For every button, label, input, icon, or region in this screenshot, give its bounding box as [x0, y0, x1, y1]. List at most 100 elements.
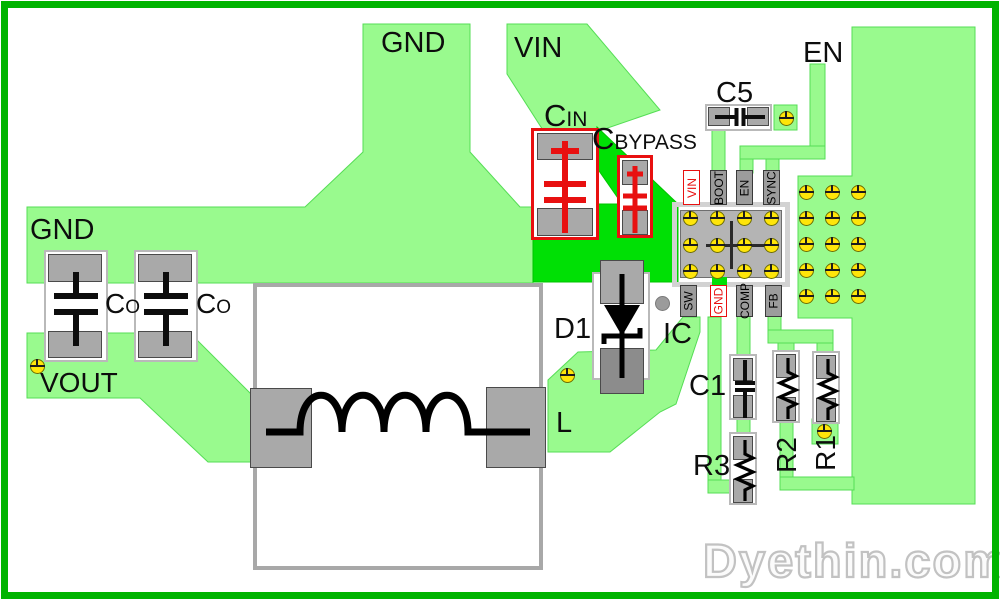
ic-courtyard-outline: [672, 202, 790, 287]
via: [798, 210, 814, 226]
co1-label: CO: [105, 288, 140, 320]
vin-input-pour: [532, 125, 679, 283]
capacitor-cin: [531, 128, 599, 240]
gnd-pin-stub: [712, 277, 727, 287]
r1-resistor-symbol: [816, 359, 840, 420]
cin-capacitor-symbol: [544, 141, 586, 233]
ic-pin-boot-label: BOOT: [711, 170, 726, 205]
watermark: Dyethin.com: [702, 533, 1000, 588]
vin-label: VIN: [514, 32, 563, 64]
via: [682, 263, 698, 279]
r3-label: R3: [693, 450, 731, 482]
ic-label: IC: [663, 318, 692, 350]
via: [709, 263, 725, 279]
via: [824, 184, 840, 200]
capacitor-c5: [705, 104, 772, 131]
ic-pin-fb: FB: [765, 285, 782, 317]
en-trace-vertical: [809, 63, 826, 148]
c5-label: C5: [716, 77, 754, 109]
comp-c1-trace: [736, 314, 751, 358]
co1-label-main: C: [105, 288, 126, 319]
cbypass-capacitor-symbol: [623, 166, 647, 233]
capacitor-co1: [44, 250, 108, 362]
r2-gnd-trace: [779, 476, 855, 491]
cin-label: CIN: [544, 98, 587, 134]
via: [682, 237, 698, 253]
cin-label-main: C: [544, 98, 567, 133]
inductor-right-pad: [486, 387, 546, 468]
c5-capacitor-symbol: [715, 108, 765, 126]
inductor-coil-symbol: [266, 391, 530, 436]
r3-resistor-symbol: [733, 440, 757, 501]
fb-trace-vertical: [767, 314, 782, 333]
via: [29, 358, 45, 374]
via: [824, 288, 840, 304]
r2-resistor-symbol: [776, 358, 800, 419]
co1-label-sub: O: [125, 297, 141, 318]
ic-pin-sw: SW: [680, 285, 697, 317]
ic-pin-sync-label: SYNC: [764, 170, 779, 205]
ic-pin-comp: COMP: [736, 283, 753, 319]
via: [850, 262, 866, 278]
via: [736, 210, 752, 226]
vout-pour: [26, 332, 253, 463]
via: [798, 236, 814, 252]
fb-trace-horizontal: [767, 329, 834, 344]
right-gnd-pour: [797, 26, 976, 505]
cin-label-sub: IN: [566, 108, 588, 131]
via: [816, 423, 832, 439]
co1-capacitor-symbol: [54, 272, 98, 346]
via: [850, 184, 866, 200]
en-label: EN: [803, 37, 844, 69]
l-label: L: [556, 407, 573, 439]
d1-label: D1: [554, 313, 592, 345]
resistor-r2: [772, 350, 800, 423]
c1-capacitor-symbol: [735, 360, 755, 418]
ic-pin-sw-label: SW: [681, 291, 696, 311]
via: [736, 237, 752, 253]
ic-pin-comp-label: COMP: [737, 283, 752, 319]
capacitor-co2: [134, 250, 198, 362]
via: [559, 367, 575, 383]
r2-label: R2: [771, 437, 802, 473]
via: [824, 262, 840, 278]
c1-label: C1: [689, 370, 727, 402]
ic-pin-vin: VIN: [683, 170, 700, 205]
via: [763, 237, 779, 253]
via: [824, 210, 840, 226]
ic-center-cross-h: [706, 244, 766, 247]
capacitor-c1: [729, 354, 757, 420]
via: [850, 288, 866, 304]
resistor-r3: [729, 432, 757, 505]
d1-diode-symbol: [601, 274, 643, 378]
ic-pin-gnd-label: GND: [711, 287, 726, 315]
co2-label: CO: [196, 288, 231, 320]
via: [850, 236, 866, 252]
vout-label: VOUT: [40, 367, 118, 398]
diode-d1: [592, 260, 650, 394]
ic-pin-en-label: EN: [737, 179, 752, 196]
cbypass-label-main: C: [592, 121, 615, 156]
co2-capacitor-symbol: [144, 272, 188, 346]
inductor-l: [250, 283, 546, 570]
via: [709, 237, 725, 253]
cbypass-label-sub: BYPASS: [614, 131, 697, 154]
ic-pin-en: EN: [736, 170, 753, 205]
gnd-left-label: GND: [30, 214, 95, 246]
via: [709, 210, 725, 226]
capacitor-cbypass: [617, 155, 653, 238]
via: [778, 110, 794, 126]
ic-pin-vin-label: VIN: [684, 177, 699, 198]
d1-polarity-dot: [655, 296, 670, 311]
ic-pin-sync: SYNC: [763, 170, 780, 205]
via: [824, 236, 840, 252]
via: [763, 210, 779, 226]
co2-label-sub: O: [216, 297, 232, 318]
ic-pin-gnd: GND: [710, 285, 727, 317]
cbypass-label: CBYPASS: [592, 121, 697, 157]
ic-pin-fb-label: FB: [766, 293, 781, 309]
ic-pin-boot: BOOT: [710, 170, 727, 205]
via: [798, 184, 814, 200]
